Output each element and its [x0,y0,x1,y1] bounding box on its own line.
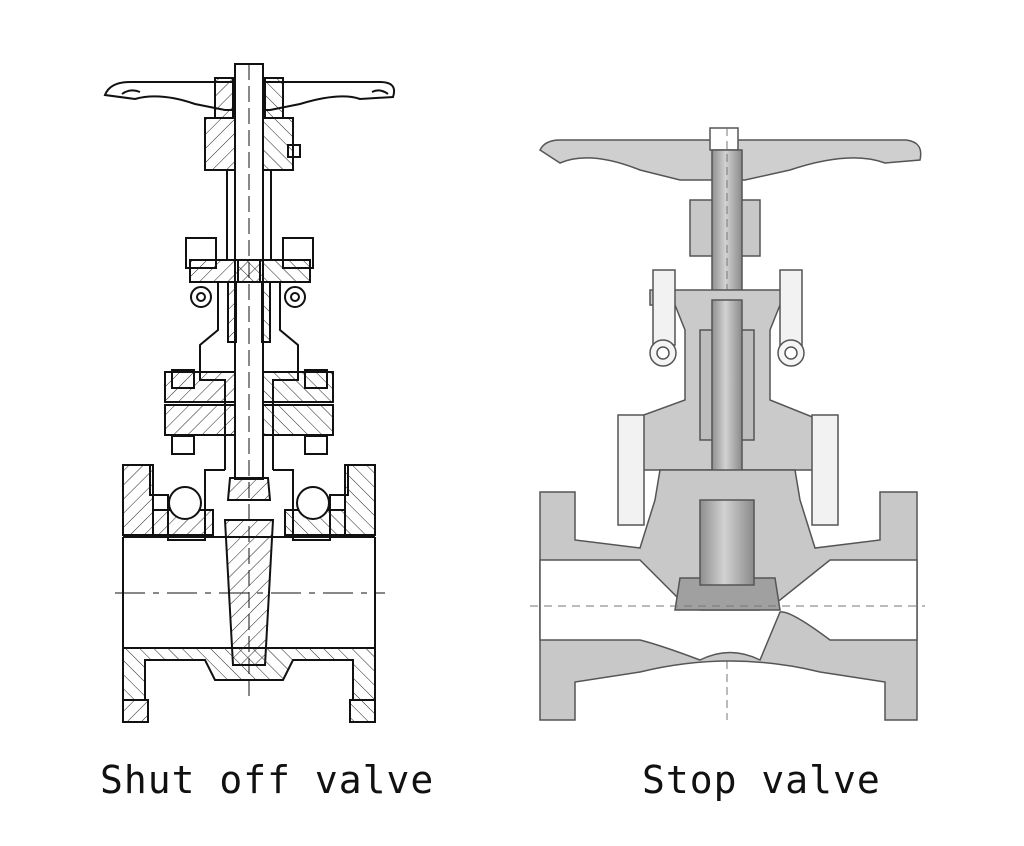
shut-off-valve-caption: Shut off valve [100,758,435,802]
stop-valve-caption: Stop valve [642,758,881,802]
